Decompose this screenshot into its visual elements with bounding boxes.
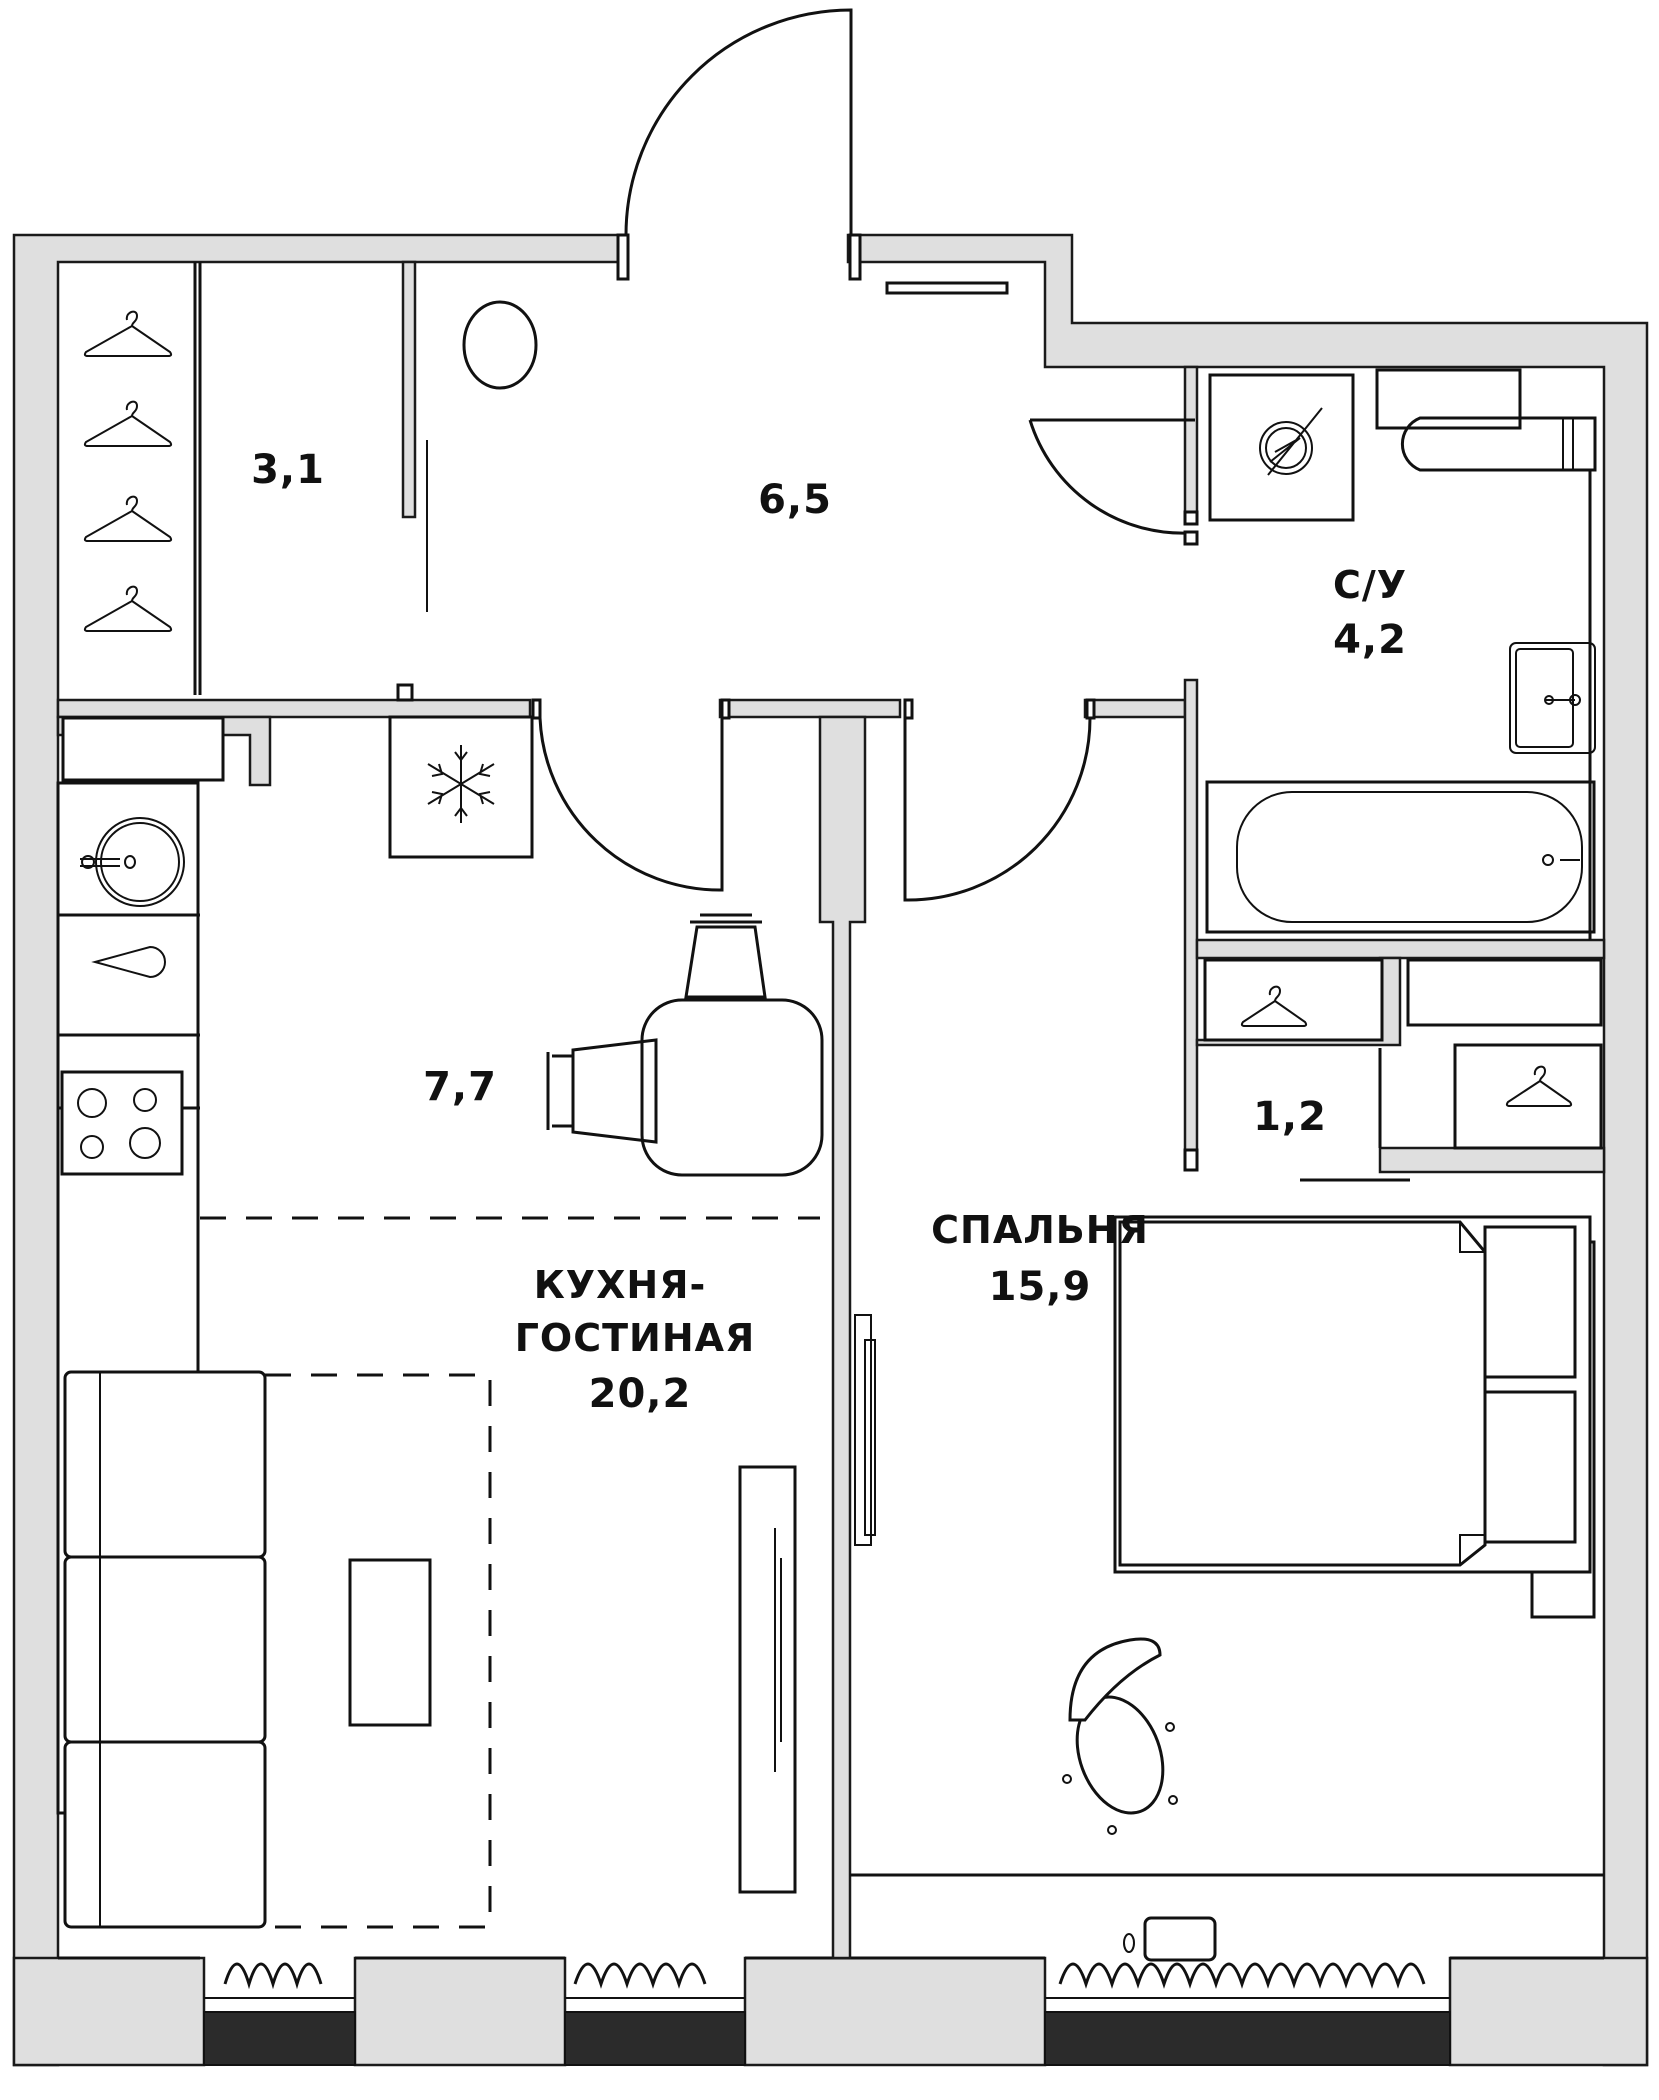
toilet-icon	[1400, 416, 1597, 472]
living-fixtures	[63, 1370, 797, 1929]
bathroom-fixtures	[1028, 368, 1597, 940]
room-area-closet: 1,2	[1253, 1094, 1327, 1140]
room-area-hall: 6,5	[758, 477, 832, 523]
room-area-wardrobe: 3,1	[251, 447, 325, 493]
room-area-living-kitchen: 20,2	[588, 1371, 692, 1417]
sink-icon	[1509, 642, 1596, 754]
room-area-bedroom: 15,9	[988, 1264, 1092, 1310]
hanger-icon	[83, 310, 173, 632]
chair	[1062, 1637, 1178, 1835]
sofa	[63, 1370, 267, 1929]
sink-icon	[80, 817, 185, 907]
room-name-bedroom: СПАЛЬНЯ	[931, 1208, 1149, 1252]
shelf	[885, 281, 1009, 295]
windows	[203, 1997, 1451, 2066]
wardrobe-closet	[83, 262, 428, 695]
drop-icon	[91, 945, 166, 979]
room-name-living-kitchen-2: ГОСТИНАЯ	[514, 1316, 756, 1360]
room-area-bathroom: 4,2	[1333, 617, 1407, 663]
bed	[1113, 1215, 1592, 1574]
room-name-bathroom: С/У	[1332, 563, 1408, 607]
radiator-icon	[223, 1962, 1426, 1990]
room-area-kitchen-zone: 7,7	[423, 1064, 497, 1110]
entrance-door[interactable]	[616, 8, 862, 281]
room-name-living-kitchen-1: КУХНЯ-	[533, 1263, 707, 1307]
coffee-table	[348, 1558, 432, 1727]
bathtub-icon	[1205, 780, 1596, 934]
mirror-icon	[462, 300, 538, 390]
bedroom-fixtures	[850, 1215, 1604, 1962]
electrical-panel-icon	[1259, 407, 1323, 476]
closet-1-2-fixtures	[1183, 958, 1603, 1182]
stove-icon	[60, 1070, 184, 1176]
tv-cabinet	[738, 1465, 797, 1894]
snowflake-icon	[427, 745, 495, 823]
